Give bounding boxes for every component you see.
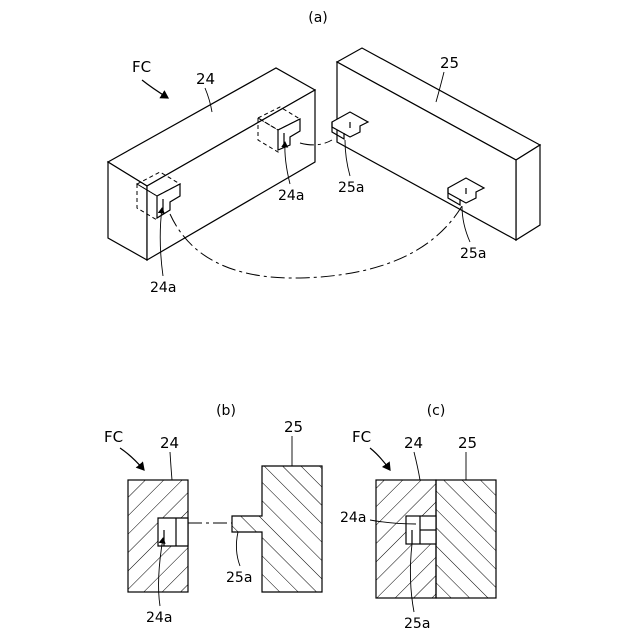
block-24-leader-c (414, 452, 420, 480)
recess-24a-left-label: 24a (150, 280, 176, 296)
panel-c: (c) FC 24 25 24a 25a (340, 403, 496, 632)
fc-label-b: FC (104, 428, 123, 446)
recess-24a-c-label: 24a (340, 510, 366, 526)
panel-c-caption: (c) (427, 403, 446, 419)
protrusion-25a-b-leader (236, 532, 240, 566)
block-25-label-c: 25 (458, 434, 477, 452)
block-25-label-a: 25 (440, 54, 459, 72)
fc-label-a: FC (132, 58, 151, 76)
panel-a-caption: (a) (308, 10, 328, 26)
recess-24a-b-label: 24a (146, 610, 172, 626)
protrusion-25a-c-label: 25a (404, 616, 430, 632)
protrusion-25a-b-label: 25a (226, 570, 252, 586)
fc-arrow-a (142, 80, 168, 98)
block-24-box (108, 68, 315, 260)
panel-b-caption: (b) (216, 403, 236, 419)
fc-arrow-c (370, 448, 390, 470)
protrusion-25a-bottom-label: 25a (460, 246, 486, 262)
block-24-label-a: 24 (196, 70, 215, 88)
block-24-label-b: 24 (160, 434, 179, 452)
fc-label-c: FC (352, 428, 371, 446)
protrusion-25a-top-label: 25a (338, 180, 364, 196)
recess-24a-right-label: 24a (278, 188, 304, 204)
block-24-label-c: 24 (404, 434, 423, 452)
block-25-end-face (516, 145, 540, 240)
block-25-section-c (436, 480, 496, 598)
block-24-leader-b (170, 452, 172, 480)
fc-arrow-b (120, 448, 144, 470)
panel-b: (b) FC 24 24a 25 25a (104, 403, 322, 626)
block-25-box (337, 48, 540, 240)
block-25-label-b: 25 (284, 418, 303, 436)
panel-a: (a) FC 24 24a 24a (108, 10, 540, 296)
